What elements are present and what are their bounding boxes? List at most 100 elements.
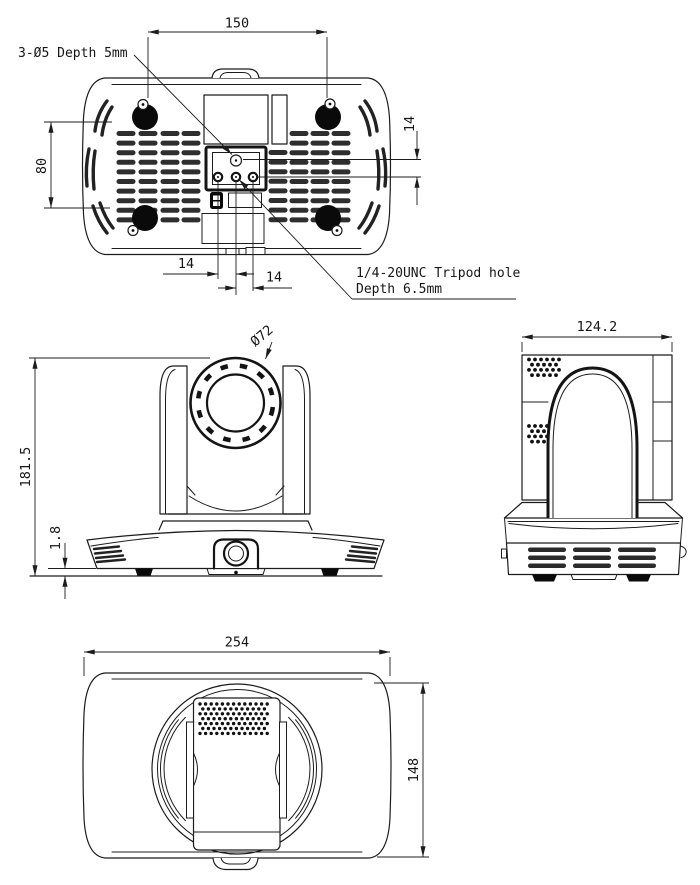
vent-slat <box>160 150 180 156</box>
vent-slat <box>181 131 201 136</box>
side-speaker-dots-lower <box>527 424 549 444</box>
vent-slat <box>268 159 288 165</box>
vent-slat <box>268 198 288 203</box>
vent-slat <box>181 207 201 213</box>
vent-slat <box>138 169 158 175</box>
dip-switch <box>210 192 223 209</box>
lens-inner-ring <box>205 373 266 433</box>
speaker-dot <box>551 368 555 372</box>
vent-slat <box>181 140 201 146</box>
dim-124-2-label: 124.2 <box>577 319 618 335</box>
speaker-dot <box>201 717 205 721</box>
speaker-dot <box>554 362 558 367</box>
speaker-dot <box>551 357 555 362</box>
vent-slat <box>310 131 330 136</box>
vent-slat <box>289 159 309 165</box>
vent-slat <box>289 140 309 146</box>
vent-slat <box>289 150 309 156</box>
speaker-dot <box>527 357 531 362</box>
dim-124-2: 124.2 <box>521 319 673 352</box>
speaker-dot <box>245 707 250 711</box>
dim-14-offset: 14 <box>243 116 421 205</box>
dim-lens-label: Ø72 <box>248 322 277 350</box>
speaker-dot <box>226 731 230 736</box>
speaker-dot <box>226 702 230 706</box>
speaker-dot <box>215 731 219 736</box>
speaker-dot <box>254 731 258 736</box>
speaker-dot <box>548 373 552 377</box>
speaker-dot <box>209 731 213 736</box>
bottom-edge-slot <box>245 247 266 255</box>
vent-slat <box>331 131 351 136</box>
speaker-dot <box>251 717 255 721</box>
dim-80-label: 80 <box>34 158 50 174</box>
speaker-dot <box>527 424 531 428</box>
speaker-dot <box>240 726 244 731</box>
speaker-dot <box>209 721 213 726</box>
speaker-dot <box>254 702 258 706</box>
speaker-dot <box>217 717 222 721</box>
vent-slat <box>289 188 309 194</box>
vent-slat <box>331 140 351 146</box>
speaker-dot <box>548 362 552 367</box>
speaker-dot <box>226 712 230 716</box>
speaker-dot <box>231 721 236 726</box>
speaker-dot <box>212 707 216 711</box>
vent-slat <box>160 169 180 175</box>
speaker-dot <box>198 731 202 736</box>
vent-slat <box>331 198 351 204</box>
vent-slat <box>138 188 158 194</box>
speaker-dot <box>536 429 540 434</box>
vent-slat <box>116 179 136 184</box>
speaker-dot <box>536 439 540 444</box>
vent-slat <box>181 198 201 204</box>
speaker-dot <box>527 434 531 439</box>
vent-slat <box>160 207 180 213</box>
corner-screw-holes <box>127 98 343 237</box>
base-corner-vents-right <box>344 545 379 564</box>
dim-148: 148 <box>374 682 429 858</box>
side-base-recess <box>570 574 618 580</box>
vent-slat <box>331 188 351 194</box>
speaker-dot <box>206 707 211 711</box>
speaker-dot <box>254 712 258 716</box>
speaker-dot <box>262 707 267 711</box>
speaker-dot <box>265 712 269 716</box>
speaker-dot <box>220 712 225 716</box>
right-curved-vents <box>357 99 388 235</box>
speaker-dot <box>231 712 236 716</box>
dip-switch-key-2 <box>213 201 220 206</box>
speaker-dot <box>557 357 561 362</box>
speaker-dot <box>220 731 225 736</box>
speaker-dot <box>226 721 230 726</box>
note-tripod-line2: Depth 6.5mm <box>356 282 442 297</box>
speaker-dot <box>203 702 208 706</box>
base-corner-vents-left <box>92 545 127 564</box>
vent-slat <box>160 217 180 223</box>
dim-150-label: 150 <box>225 16 249 32</box>
cradle-arc <box>188 495 283 512</box>
speaker-dot <box>265 702 269 706</box>
speaker-dot <box>240 717 244 721</box>
speaker-dot <box>223 707 227 711</box>
vent-slat <box>289 179 309 184</box>
speaker-dot <box>217 707 222 711</box>
speaker-dot <box>201 726 205 731</box>
vent-slat <box>116 150 136 156</box>
side-speaker-dots-upper <box>527 357 561 377</box>
vent-slat <box>268 178 288 184</box>
vent-slat <box>138 140 158 146</box>
speaker-dot <box>212 717 216 721</box>
lower-recess <box>201 213 265 244</box>
vent-slat <box>310 188 330 194</box>
speaker-dot <box>243 702 247 706</box>
right-arm-edge <box>294 369 305 515</box>
left-curved-vents <box>84 99 115 235</box>
vent-slat <box>181 188 201 194</box>
speaker-dot <box>530 373 534 377</box>
narrow-recess <box>271 94 288 145</box>
vent-slat <box>268 150 288 155</box>
camera-head-top <box>192 697 281 851</box>
